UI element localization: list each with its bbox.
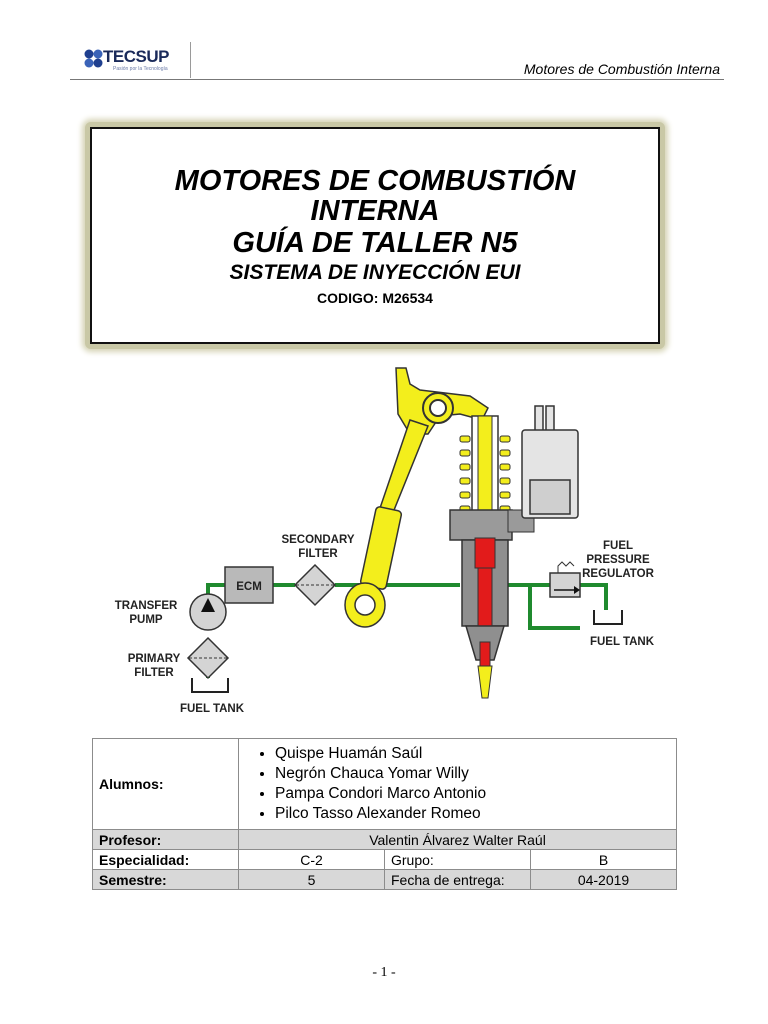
rocker-arm-assembly: [344, 367, 489, 628]
title-subtitle: SISTEMA DE INYECCIÓN EUI: [229, 261, 521, 284]
injector-spring: [459, 435, 511, 513]
secondary-filter-label-1: SECONDARY: [281, 534, 354, 546]
title-box: MOTORES DE COMBUSTIÓN INTERNA GUÍA DE TA…: [90, 127, 660, 344]
fuel-pressure-regulator-icon: [549, 561, 581, 598]
students-list: Quispe Huamán Saúl Negrón Chauca Yomar W…: [245, 744, 670, 824]
tecsup-logo-icon: [84, 49, 103, 68]
fuel-line-to-tank-right: [580, 583, 608, 610]
transfer-pump-arrow: [201, 598, 215, 612]
grupo-label: Grupo:: [384, 849, 531, 870]
primary-filter-label-2: FILTER: [134, 667, 174, 679]
student-item: Negrón Chauca Yomar Willy: [275, 764, 670, 784]
primary-filter-label-1: PRIMARY: [128, 653, 181, 665]
semestre-value: 5: [238, 869, 385, 890]
injector-solenoid: [521, 405, 579, 519]
info-table: Alumnos: Quispe Huamán Saúl Negrón Chauc…: [92, 738, 678, 890]
title-line-2: INTERNA: [310, 195, 440, 227]
profesor-value: Valentin Álvarez Walter Raúl: [237, 829, 678, 850]
title-line-1: MOTORES DE COMBUSTIÓN: [174, 165, 576, 197]
ecm-box: [224, 566, 274, 604]
primary-filter-icon: [186, 636, 230, 680]
transfer-pump-label-1: TRANSFER: [115, 600, 178, 612]
fuel-tank-right-label: FUEL TANK: [590, 636, 655, 648]
fuel-tank-left-label: FUEL TANK: [180, 703, 245, 715]
fecha-label: Fecha de entrega:: [384, 869, 531, 890]
especialidad-value: C-2: [238, 849, 385, 870]
ecm-label: ECM: [236, 581, 262, 593]
fuel-tank-left-icon: [191, 678, 229, 693]
fuel-pressure-label-3: REGULATOR: [582, 568, 654, 580]
semestre-label: Semestre:: [92, 869, 239, 890]
logo-tagline: Pasión por la Tecnología: [113, 66, 168, 72]
students-row: Alumnos: Quispe Huamán Saúl Negrón Chauc…: [92, 738, 678, 830]
especialidad-label: Especialidad:: [92, 849, 239, 870]
title-line-3: GUÍA DE TALLER N5: [232, 227, 518, 259]
grupo-value: B: [529, 849, 678, 870]
student-item: Pampa Condori Marco Antonio: [275, 784, 670, 804]
page-number: - 1 -: [372, 965, 396, 980]
student-item: Pilco Tasso Alexander Romeo: [275, 804, 670, 824]
especialidad-row: Especialidad: C-2 Grupo: B: [92, 849, 678, 870]
student-item: Quispe Huamán Saúl: [275, 744, 670, 764]
tecsup-logo: TECSUP Pasión por la Tecnología: [83, 43, 183, 77]
students-cell: Quispe Huamán Saúl Negrón Chauca Yomar W…: [237, 738, 678, 830]
transfer-pump-label-2: PUMP: [129, 614, 163, 626]
fuel-pressure-label-1: FUEL: [603, 540, 633, 552]
fuel-pressure-label-2: PRESSURE: [586, 554, 650, 566]
fuel-line-return: [528, 585, 580, 630]
fuel-tank-right-icon: [593, 610, 623, 625]
secondary-filter-label-2: FILTER: [298, 548, 338, 560]
eui-system-diagram: ECM SECONDARY FILTER TRANSFER PUMP PRIMA…: [115, 367, 655, 715]
students-label: Alumnos:: [92, 738, 239, 830]
semestre-row: Semestre: 5 Fecha de entrega: 04-2019: [92, 869, 678, 890]
header-divider: [190, 42, 191, 78]
profesor-row: Profesor: Valentin Álvarez Walter Raúl: [92, 829, 678, 850]
profesor-label: Profesor:: [92, 829, 239, 850]
fecha-value: 04-2019: [529, 869, 678, 890]
title-code: CODIGO: M26534: [317, 290, 433, 306]
logo-wordmark: TECSUP: [103, 47, 169, 66]
header-rule: [70, 79, 724, 80]
secondary-filter-icon: [293, 563, 337, 607]
unit-injector: [449, 415, 535, 699]
header-doc-title: Motores de Combustión Interna: [523, 61, 720, 77]
